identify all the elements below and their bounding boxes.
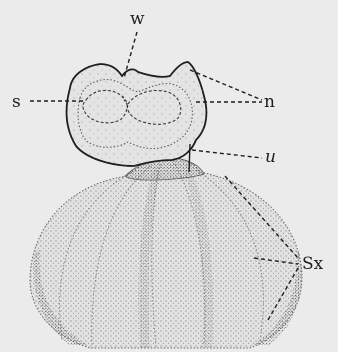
label-n: n [264, 92, 275, 112]
head-upper [67, 62, 207, 166]
label-sx: Sx [302, 254, 324, 274]
label-s: s [12, 92, 21, 112]
label-w: w [130, 9, 145, 29]
label-u: u [265, 147, 276, 167]
lower-body-sx [30, 158, 302, 348]
element-u-bar [189, 144, 190, 172]
leader-u [192, 150, 262, 158]
